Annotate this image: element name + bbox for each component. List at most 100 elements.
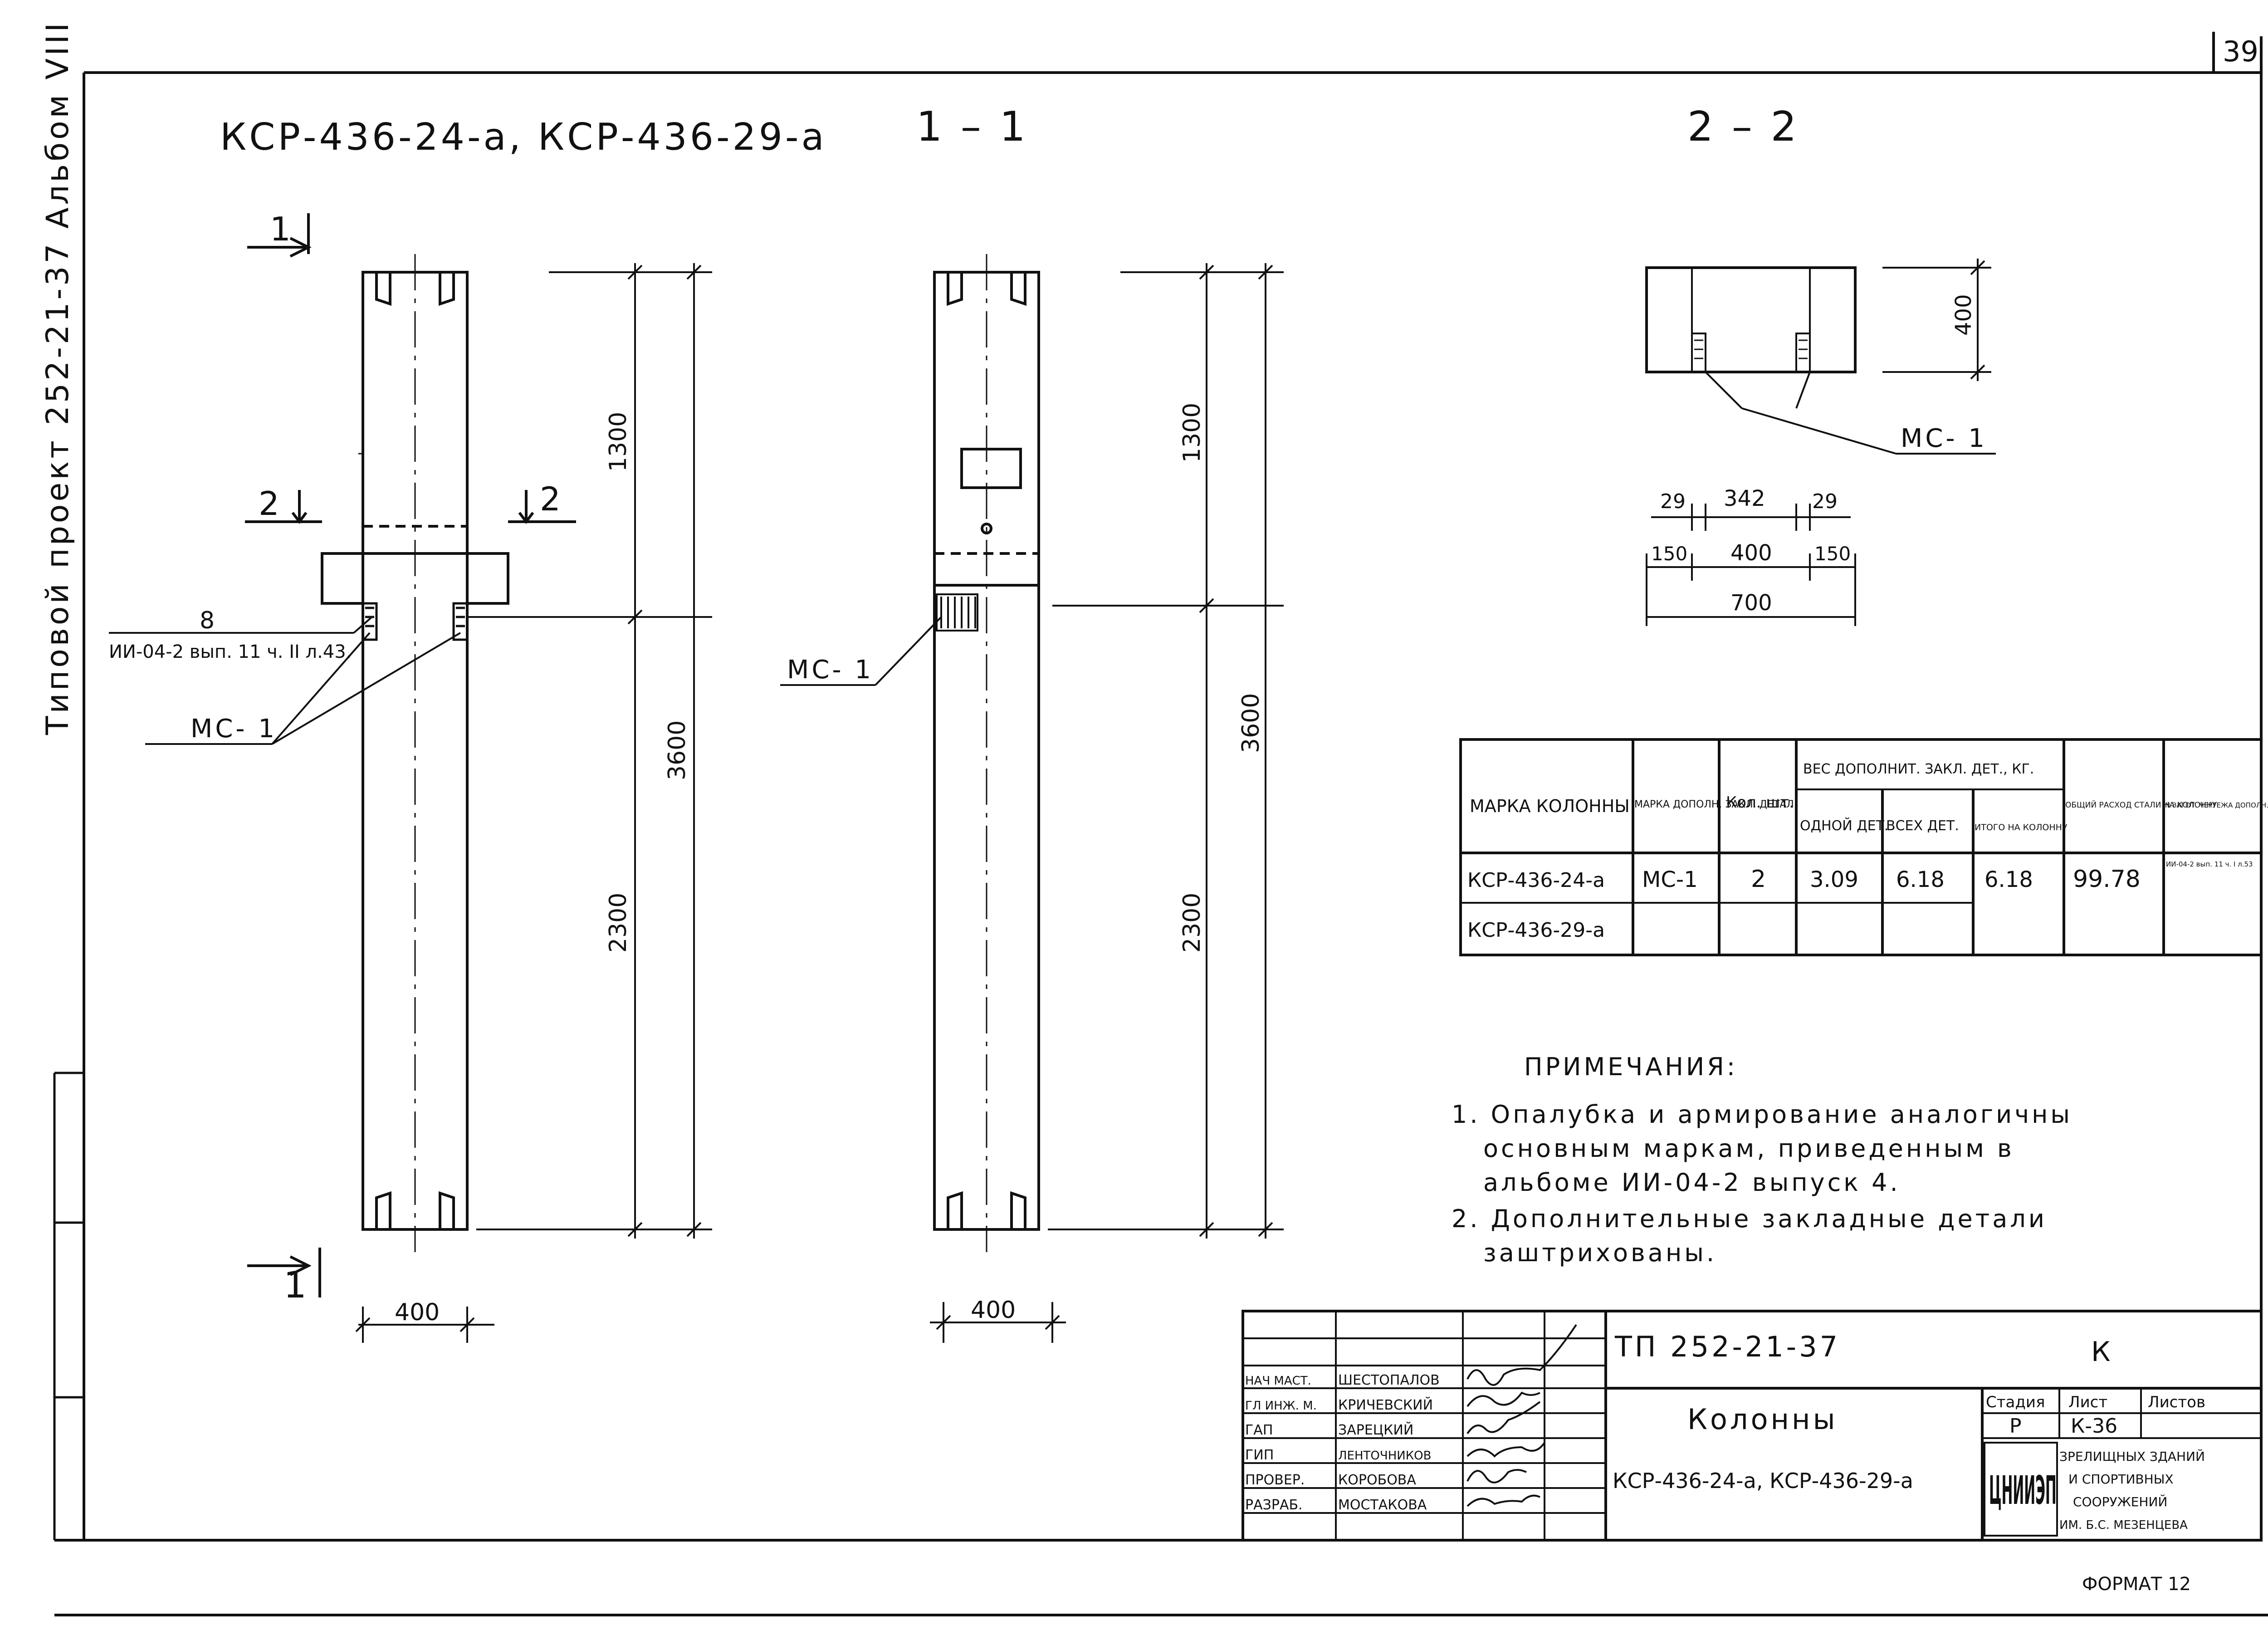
note-line-4: 2. Дополнительные закладные детали (1452, 1204, 2047, 1233)
dim-width-middle-value: 400 (971, 1297, 1016, 1324)
spec-table (1459, 738, 2263, 956)
ref-detail-callout: ИИ-04-2 вып. 11 ч. II л.43. (109, 641, 352, 662)
cut-marks (245, 213, 576, 1297)
section-1-title: 1 – 1 (916, 103, 1028, 151)
mc1-callout-section: МС- 1 (1901, 424, 1987, 453)
dim-upper-left: 1300 (605, 412, 632, 472)
th-weight-group: ВЕС ДОПОЛНИТ. ЗАКЛ. ДЕТ., КГ. (1803, 761, 2034, 777)
dim-width-middle (930, 1302, 1066, 1343)
embedded-plates-left (362, 602, 469, 641)
callout-lines-left (109, 616, 644, 745)
th-mark-detail: МАРКА ДОПОЛН. ЗАКЛ. ДЕТАЛ. (1634, 799, 1797, 810)
stamp-role-1: ГЛ ИНЖ. М. (1245, 1399, 1317, 1413)
mc1-callout-left: МС- 1 (191, 714, 277, 744)
stamp-sheet-letter: К (2091, 1336, 2111, 1368)
stamp-name-5: МОСТАКОВА (1338, 1497, 1427, 1513)
note-line-5: заштрихованы. (1483, 1239, 1717, 1267)
dim-total-left: 3600 (664, 720, 691, 780)
dim-width-left (355, 1307, 494, 1343)
title-block (1242, 1310, 2263, 1542)
note-line-1: 1. Опалубка и армирование аналогичны (1452, 1100, 2072, 1129)
dim-upper-middle: 1300 (1178, 403, 1206, 463)
sheet-frame (54, 32, 2268, 1616)
note-line-2: основным маркам, приведенным в (1483, 1134, 2014, 1163)
cell-detail-0: МС-1 (1642, 867, 1698, 892)
cell-mark-1: КСР-436-29-а (1467, 919, 1605, 942)
org-logo: ЦНИИЭП (1984, 1442, 2058, 1537)
cell-all-0: 6.18 (1896, 867, 1945, 892)
page-number: 39 (2223, 35, 2258, 68)
stamp-name-4: КОРОБОВА (1338, 1472, 1416, 1488)
stamp-role-4: ПРОВЕР. (1245, 1472, 1305, 1488)
sheet-format: ФОРМАТ 12 (2082, 1574, 2191, 1595)
stamp-project: ТП 252-21-37 (1614, 1330, 1840, 1363)
cell-one-0: 3.09 (1810, 867, 1858, 892)
cell-steel-0: 99.78 (2073, 866, 2141, 893)
binding-strip (53, 1072, 84, 1540)
stamp-role-0: НАЧ МАСТ. (1245, 1374, 1311, 1388)
dim-width-left-value: 400 (395, 1299, 440, 1326)
stamp-name-2: ЗАРЕЦКИЙ (1338, 1422, 1413, 1438)
stamp-subtitle: КСР-436-24-а, КСР-436-29-а (1613, 1469, 1913, 1493)
th-drawing-no: N ЗАГОТ. ЧЕРТЕЖА ДОПОЛН. ЗАКЛ. ДЕТ. (2165, 801, 2268, 809)
column-elevation-left (321, 254, 509, 1252)
th-weight-all: ВСЕХ ДЕТ. (1886, 818, 1959, 834)
stamp-role-5: РАЗРАБ. (1245, 1497, 1303, 1513)
dim-29-left: 29 (1660, 490, 1686, 513)
notes-title: ПРИМЕЧАНИЯ: (1524, 1053, 1738, 1081)
org-logo-text: ЦНИИЭП (1989, 1468, 2057, 1513)
dim-lower-left: 2300 (605, 893, 632, 953)
th-mark-column: МАРКА КОЛОННЫ (1470, 796, 1630, 816)
stamp-role-3: ГИП (1245, 1447, 1274, 1463)
dim-chain-middle (1048, 263, 1284, 1239)
album-side-label: Типовой проект 252-21-37 Альбом VIII (40, 20, 76, 735)
section-2-2-dims (1646, 259, 1996, 626)
org-line-1: ЗРЕЛИЩНЫХ ЗДАНИЙ (2059, 1449, 2205, 1464)
section-depth-value: 400 (1951, 294, 1976, 336)
stamp-role-2: ГАП (1245, 1422, 1273, 1438)
cell-qty-0: 2 (1751, 866, 1766, 893)
dim-total-middle: 3600 (1237, 693, 1265, 753)
th-qty: Кол. шт. (1726, 793, 1794, 812)
column-section-1-1 (933, 254, 1040, 1252)
stamp-sheet-label: Лист (2068, 1393, 2107, 1411)
org-line-3: СООРУЖЕНИЙ (2073, 1494, 2167, 1509)
section-2-title: 2 – 2 (1687, 103, 1799, 151)
section-2-2 (1645, 266, 1857, 373)
mc1-callout-middle: МС- 1 (787, 655, 874, 685)
stamp-name: Колонны (1687, 1403, 1838, 1436)
embedded-plate-middle (780, 593, 978, 686)
cut-2-right: 2 (540, 480, 563, 518)
signatures (1466, 1324, 1577, 1507)
cut-2-left: 2 (259, 485, 282, 523)
dim-150-right: 150 (1814, 543, 1851, 565)
cell-mark-0: КСР-436-24-а (1467, 869, 1605, 892)
weld-length: 8 (200, 607, 215, 634)
cell-drawing-0: ИИ-04-2 вып. 11 ч. I л.53 (2166, 860, 2253, 868)
stamp-name-3: ЛЕНТОЧНИКОВ (1338, 1449, 1431, 1463)
th-steel-total: ОБЩИЙ РАСХОД СТАЛИ НА КОЛОННУ (2065, 800, 2217, 810)
note-line-3: альбоме ИИ-04-2 выпуск 4. (1483, 1168, 1901, 1197)
stamp-name-1: КРИЧЕВСКИЙ (1338, 1397, 1433, 1413)
stamp-stage: Р (2009, 1415, 2022, 1438)
dim-342: 342 (1724, 486, 1765, 511)
stamp-name-0: ШЕСТОПАЛОВ (1338, 1372, 1440, 1388)
org-line-4: ИМ. Б.С. МЕЗЕНЦЕВА (2059, 1518, 2188, 1532)
stamp-stage-label: Стадия (1986, 1393, 2045, 1411)
cut-1-top: 1 (270, 210, 293, 248)
dim-29-right: 29 (1812, 490, 1838, 513)
dim-chain-left (476, 263, 712, 1239)
stamp-sheet: К-36 (2071, 1415, 2117, 1438)
views-main-title: КСР-436-24-а, КСР-436-29-а (220, 116, 827, 159)
stamp-sheets-label: Листов (2148, 1393, 2205, 1411)
cell-total-0: 6.18 (1984, 867, 2033, 892)
dim-700: 700 (1730, 590, 1772, 616)
org-line-2: И СПОРТИВНЫХ (2068, 1472, 2174, 1487)
th-weight-total: ИТОГО НА КОЛОННУ (1975, 822, 2068, 832)
cut-1-bottom: 1 (284, 1264, 309, 1306)
th-weight-one: ОДНОЙ ДЕТ. (1800, 818, 1888, 834)
dim-150-left: 150 (1651, 543, 1687, 565)
dim-lower-middle: 2300 (1178, 893, 1206, 953)
dim-400: 400 (1730, 540, 1772, 566)
